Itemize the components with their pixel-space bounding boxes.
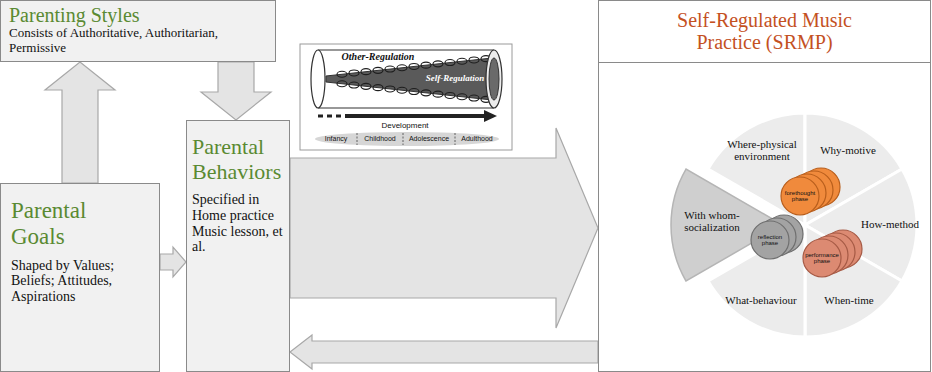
chain-loops [337,56,491,103]
chain-loop [433,61,443,67]
cylinder-end [311,50,325,108]
figure-label: Other-Regulation [342,52,415,63]
figure-label: Adolescence [409,135,449,143]
cone-end [489,58,499,100]
phase-label: forethought phase [783,190,817,203]
block-arrow [45,62,115,183]
chain-loop [433,91,443,97]
chain-loop [445,92,455,98]
phase-disc [803,239,841,277]
chain-loop [469,57,479,63]
figure-label: Infancy [325,135,348,143]
sector-label: Why-motive [813,145,883,157]
phase-label: reflection phase [753,234,787,247]
stage-bar [315,132,499,146]
figure-label: Development [381,122,428,131]
chain-loop [373,85,383,91]
node-body: Shaped by Values; Beliefs; Attitudes, As… [11,258,149,305]
cylinder-outline [318,50,494,108]
sector-label: When-time [814,295,884,307]
sector-label: What-behaviour [721,295,801,307]
stage-dividers [357,133,455,145]
block-arrow [160,247,186,277]
block-arrow [290,335,598,369]
development-arrowhead [484,110,497,122]
node-heading: Parenting Styles [9,4,267,26]
node-body: Consists of Authoritative, Authoritarian… [9,26,267,55]
node-heading: Self-Regulated Music Practice (SRMP) [599,1,930,63]
sector-label: With whom-socialization [679,210,745,234]
node-box: Self-Regulated Music Practice (SRMP) [598,0,931,372]
node-box: Parenting StylesConsists of Authoritativ… [0,0,276,62]
figure-label: Adulthood [461,135,493,143]
figure-label: Childhood [364,135,396,143]
chain-loop [457,58,467,64]
chain-loop [385,66,395,72]
chain-loop [361,83,371,89]
figure-frame [300,44,512,150]
phase-disc [751,221,789,259]
phase-disc [781,177,819,215]
chain-loop [349,70,359,76]
chain-loop [373,67,383,73]
chain-loop [397,87,407,93]
chain-loop [409,63,419,69]
chain-loop [469,95,479,101]
chain-loop [385,86,395,92]
chain-loop [337,81,347,87]
node-heading: Parental Behaviors [192,135,284,184]
chain-loop [421,62,431,68]
development-dashes [318,115,341,118]
node-heading: Parental Goals [11,198,121,250]
self-regulation-cone [326,58,492,100]
chain-loop [397,65,407,71]
chain-loop [457,94,467,100]
figure-label: Self-Regulation [426,74,485,84]
block-arrow [290,128,598,328]
chain-loop [349,82,359,88]
node-box: Parental BehaviorsSpecified in Home prac… [186,120,290,372]
cylinder-end [486,50,502,108]
chain-loop [337,71,347,77]
node-box: Parental GoalsShaped by Values; Beliefs;… [0,183,160,372]
chain-loop [445,60,455,66]
node-body: Specified in Home practice Music lesson,… [192,192,284,255]
phase-label: performance phase [805,252,839,265]
sector-label: How-method [858,219,922,231]
block-arrow [201,62,271,120]
chain-loop [361,69,371,75]
regulation-cone-figure [300,44,512,150]
development-arrow [345,114,485,118]
sector-label: Where-physical environment [722,139,802,163]
chain-loop [409,89,419,95]
chain-loop [421,90,431,96]
